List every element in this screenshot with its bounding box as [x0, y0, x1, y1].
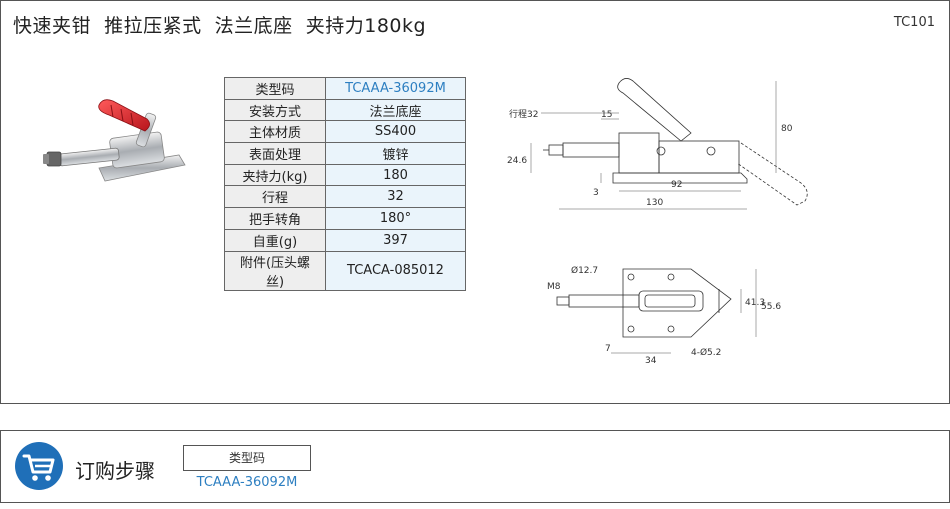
spec-label: 附件(压头螺丝) — [224, 250, 326, 291]
spec-value: 法兰底座 — [325, 98, 466, 122]
spec-value: 镀锌 — [325, 142, 466, 165]
spec-label: 表面处理 — [224, 142, 326, 165]
spec-row: 夹持力(kg) 180 — [224, 163, 466, 187]
dim-24-6: 24.6 — [507, 156, 527, 166]
spec-label: 自重(g) — [224, 228, 326, 252]
order-type-code-value[interactable]: TCAAA-36092M — [196, 475, 298, 490]
spec-value[interactable]: TCAAA-36092M — [325, 77, 466, 100]
spec-row: 类型码 TCAAA-36092M — [224, 77, 466, 100]
dim-12-7: Ø12.7 — [571, 265, 598, 276]
spec-row: 安装方式 法兰底座 — [224, 98, 466, 122]
spec-label: 类型码 — [224, 77, 326, 100]
dim-130: 130 — [646, 198, 663, 208]
spec-value: 397 — [325, 228, 466, 252]
dim-80: 80 — [781, 124, 793, 134]
spec-row: 附件(压头螺丝) TCACA-085012 — [224, 250, 466, 291]
product-panel: 快速夹钳 推拉压紧式 法兰底座 夹持力180kg TC101 — [0, 0, 950, 404]
spec-row: 自重(g) 397 — [224, 228, 466, 252]
spec-row: 行程 32 — [224, 185, 466, 209]
spec-label: 夹持力(kg) — [224, 163, 326, 187]
spec-value: SS400 — [325, 120, 466, 144]
spec-value: 32 — [325, 185, 466, 209]
dim-3: 3 — [593, 188, 599, 198]
dim-15: 15 — [601, 110, 612, 120]
spec-row: 把手转角 180° — [224, 207, 466, 230]
order-panel: 订购步骤 类型码 TCAAA-36092M — [0, 430, 950, 503]
dim-92: 92 — [671, 180, 682, 190]
spec-value: 180° — [325, 207, 466, 230]
spec-label: 安装方式 — [224, 98, 326, 122]
series-code: TC101 — [893, 15, 935, 30]
spec-label: 主体材质 — [224, 120, 326, 144]
side-view-drawing: 行程32 15 80 24.6 3 92 130 — [507, 78, 808, 210]
spec-value: 180 — [325, 163, 466, 187]
shopping-cart-icon — [15, 442, 63, 490]
spec-value: TCACA-085012 — [325, 250, 466, 291]
spec-label: 行程 — [224, 185, 326, 209]
spec-label: 把手转角 — [224, 207, 326, 230]
dim-41-3: 41.3 — [745, 298, 765, 308]
dim-m8: M8 — [547, 282, 561, 292]
spec-row: 表面处理 镀锌 — [224, 142, 466, 165]
dim-7: 7 — [605, 344, 611, 354]
spec-row: 主体材质 SS400 — [224, 120, 466, 144]
order-type-code-label: 类型码 — [183, 445, 311, 471]
page-title: 快速夹钳 推拉压紧式 法兰底座 夹持力180kg — [13, 15, 427, 37]
product-photo — [43, 99, 186, 182]
dim-34: 34 — [645, 356, 657, 366]
dim-holes: 4-Ø5.2 — [691, 347, 721, 358]
top-view-drawing: M8 Ø12.7 41.3 55.6 7 34 4-Ø5.2 — [547, 265, 781, 366]
order-title: 订购步骤 — [75, 459, 155, 483]
dim-55-6: 55.6 — [761, 302, 781, 312]
dim-stroke: 行程32 — [509, 108, 538, 120]
spec-table: 类型码 TCAAA-36092M 安装方式 法兰底座 主体材质 SS400 表面… — [224, 77, 466, 291]
